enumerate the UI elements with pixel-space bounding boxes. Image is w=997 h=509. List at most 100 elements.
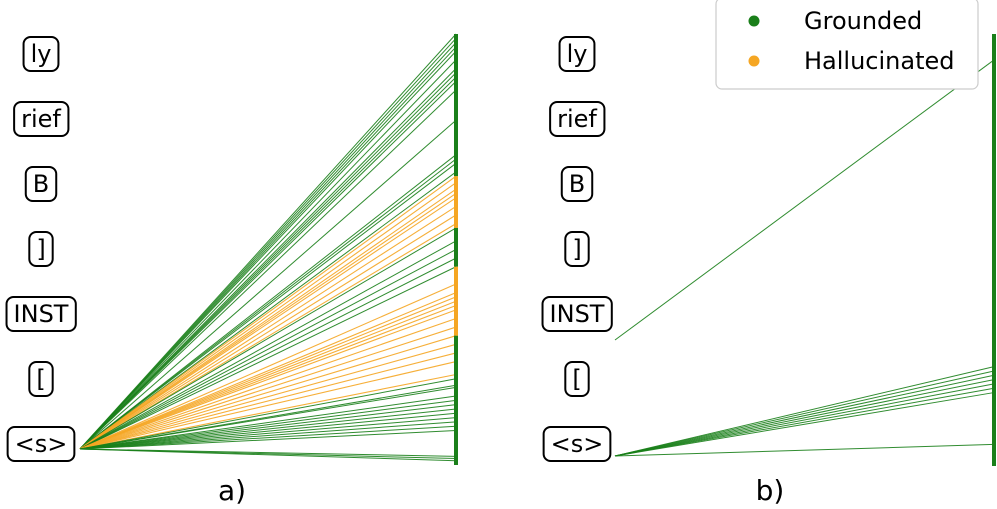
grounded-connection [79,76,457,450]
grounded-connection [614,379,995,457]
hallucinated-connection [79,197,457,450]
token-label: B [33,170,49,198]
hallucinated-connection [79,373,457,450]
connection-lines [614,59,995,457]
token-box [560,166,594,202]
token-label: [ [572,365,581,393]
hallucinated-connection [79,188,457,450]
legend-grounded-marker [748,15,760,27]
token-box [541,296,613,332]
grounded-connection [79,227,457,450]
hallucinated-connection [79,292,457,450]
grounded-connection [79,72,457,450]
token-box [6,426,76,462]
output-token-column [454,34,458,465]
grounded-connection [79,412,457,450]
grounded-connection [614,443,995,457]
token-label: ] [36,235,45,263]
output-token-column [992,34,996,466]
token-box [564,231,590,267]
hallucinated-connection [79,309,457,450]
grounded-segment [992,34,996,466]
token-label: rief [21,105,61,133]
hallucinated-connection [79,343,457,450]
grounded-connection [614,59,995,341]
token-rief: rief [549,101,606,137]
hallucinated-connection [79,182,457,450]
token-label: ly [31,40,52,68]
grounded-connection [79,162,457,450]
grounded-connection [614,387,995,457]
token-label: ly [567,40,588,68]
grounded-connection [79,395,457,450]
token-box [542,426,612,462]
grounded-connection [79,249,457,450]
hallucinated-connection [79,175,457,450]
grounded-connection [79,81,457,450]
token-open-bracket: [ [564,361,590,397]
token-box [564,361,590,397]
grounded-segment [454,34,458,177]
grounded-connection [79,448,457,462]
legend-hallucinated-marker [748,55,760,67]
token-inst: INST [541,296,613,332]
grounded-connection [79,154,457,450]
token-box [22,36,60,72]
legend-frame [715,0,979,90]
hallucinated-connection [79,300,457,450]
token-open-bracket: [ [28,361,54,397]
token-box [558,36,596,72]
grounded-connection [614,370,995,457]
panel-a-label: a) [218,474,246,507]
hallucinated-connection [79,214,457,450]
token-close-bracket: ] [28,231,54,267]
hallucinated-connection [79,296,457,450]
token-bos: <s> [542,426,612,462]
hallucinated-connection [79,223,457,450]
grounded-connection [79,386,457,450]
hallucinated-connection [79,352,457,450]
grounded-connection [614,392,995,457]
token-box [24,166,58,202]
hallucinated-connection [79,305,457,450]
grounded-connection [79,158,457,450]
grounded-connection [79,50,457,450]
grounded-connection [614,366,995,457]
grounded-connection [79,171,457,450]
grounded-connection [79,119,457,450]
grounded-segment [454,227,458,267]
grounded-connection [79,417,457,450]
token-bos: <s> [6,426,76,462]
token-label: ] [572,235,581,263]
token-b: B [24,166,58,202]
hallucinated-connection [79,283,457,450]
hallucinated-segment [454,176,458,228]
grounded-connection [79,430,457,450]
token-box [28,361,54,397]
token-box [549,101,606,137]
grounded-connection [79,68,457,450]
grounded-connection [79,421,457,450]
token-close-bracket: ] [564,231,590,267]
grounded-connection [79,408,457,450]
grounded-connection [614,374,995,457]
legend-grounded-label: Grounded [804,7,922,35]
token-box [5,296,77,332]
grounded-connection [79,89,457,450]
token-b: B [560,166,594,202]
hallucinated-segment [454,266,458,336]
legend: Grounded Hallucinated [715,0,979,90]
token-box [13,101,70,137]
hallucinated-connection [79,335,457,450]
token-label: rief [557,105,597,133]
token-ly: ly [22,36,60,72]
panel-b-label: b) [756,474,785,507]
grounded-connection [79,240,457,450]
token-ly: ly [558,36,596,72]
grounded-connection [79,378,457,450]
grounded-connection [79,425,457,450]
token-label: INST [14,300,69,328]
grounded-connection [614,383,995,457]
grounded-segment [454,335,458,465]
